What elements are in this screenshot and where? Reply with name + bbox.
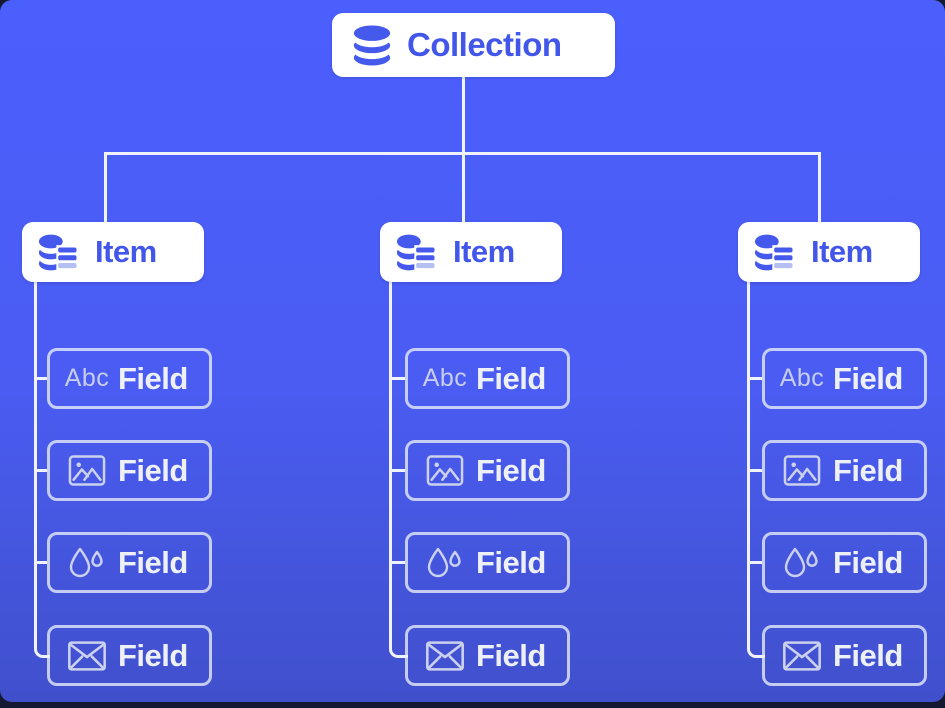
connector-drop-left: [104, 152, 107, 225]
collection-item-icon: [38, 233, 82, 272]
color-icon: [65, 546, 109, 580]
plain-text-icon: Abc: [779, 364, 825, 392]
field-label: Field: [833, 360, 903, 396]
field-node-text: Abc Field: [405, 348, 570, 409]
email-icon: [780, 640, 824, 671]
field-node-text: Abc Field: [47, 348, 212, 409]
connector-stub: [34, 469, 47, 472]
field-label: Field: [476, 637, 546, 673]
item-label: Item: [811, 234, 873, 269]
field-label: Field: [118, 452, 188, 488]
field-label: Field: [833, 544, 903, 580]
connector-stub: [389, 561, 405, 564]
field-label: Field: [833, 452, 903, 488]
color-icon: [423, 546, 467, 580]
collection-node: Collection: [332, 13, 615, 77]
connector-bus: [104, 152, 821, 155]
field-label: Field: [476, 360, 546, 396]
field-node-text: Abc Field: [762, 348, 927, 409]
item-label: Item: [453, 234, 515, 269]
field-label: Field: [118, 544, 188, 580]
field-label: Field: [118, 360, 188, 396]
connector-stub: [389, 377, 405, 380]
connector-stub: [389, 469, 405, 472]
item-label: Item: [95, 234, 157, 269]
collection-item-icon: [754, 233, 798, 272]
field-node-email: Field: [47, 625, 212, 686]
email-icon: [423, 640, 467, 671]
field-label: Field: [118, 637, 188, 673]
field-label: Field: [476, 452, 546, 488]
connector-stub: [747, 377, 762, 380]
item-node-left: Item: [22, 222, 204, 282]
field-label: Field: [833, 637, 903, 673]
database-icon: [352, 23, 392, 67]
connector-drop-right: [818, 152, 821, 225]
plain-text-icon: Abc: [64, 364, 110, 392]
connector-stub: [747, 469, 762, 472]
connector-stub: [34, 561, 47, 564]
email-icon: [65, 640, 109, 671]
field-node-email: Field: [762, 625, 927, 686]
item-node-right: Item: [738, 222, 920, 282]
field-node-image: Field: [762, 440, 927, 501]
image-icon: [780, 455, 824, 486]
collection-label: Collection: [407, 26, 562, 63]
field-node-color: Field: [762, 532, 927, 593]
connector-stub: [747, 561, 762, 564]
field-node-email: Field: [405, 625, 570, 686]
field-label: Field: [476, 544, 546, 580]
image-icon: [65, 455, 109, 486]
field-node-color: Field: [47, 532, 212, 593]
field-node-color: Field: [405, 532, 570, 593]
connector-root-drop: [462, 77, 465, 225]
connector-stub: [34, 377, 47, 380]
collection-item-icon: [396, 233, 440, 272]
plain-text-icon: Abc: [422, 364, 468, 392]
item-node-middle: Item: [380, 222, 562, 282]
field-node-image: Field: [47, 440, 212, 501]
color-icon: [780, 546, 824, 580]
image-icon: [423, 455, 467, 486]
field-node-image: Field: [405, 440, 570, 501]
